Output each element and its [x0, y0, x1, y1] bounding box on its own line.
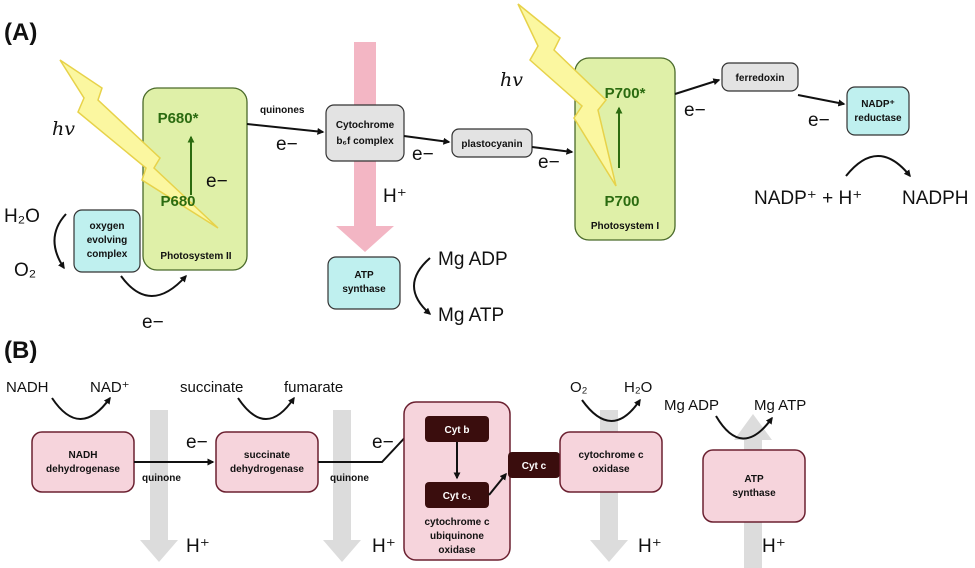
- oxygen-reduction-arrow: [581, 398, 641, 422]
- atp-synthase-label-a-line2: synthase: [342, 284, 386, 295]
- electron-label-b-1: e−: [186, 432, 208, 453]
- p700-star-label: P700*: [605, 85, 646, 102]
- nadh-dehydrogenase-label-line1: NADH: [69, 450, 98, 461]
- panel-b-label: (B): [4, 337, 37, 364]
- cytochrome-label-line2: b₆f complex: [336, 136, 394, 147]
- atp-synthase-box-b: [702, 449, 806, 523]
- mg-atp-label-b: Mg ATP: [754, 397, 806, 414]
- cytochrome-c-oxidase-box: [559, 431, 663, 493]
- oec-label-line3: complex: [87, 249, 128, 260]
- o2-label-a: O₂: [14, 260, 36, 281]
- oec-label-line1: oxygen: [89, 221, 124, 232]
- ferredoxin-box: [721, 62, 799, 92]
- succinate-oxidation-arrow: [237, 396, 295, 420]
- cyt-c1-to-cyt-c-arrow: [488, 472, 507, 496]
- plastocyanin-label: plastocyanin: [461, 139, 522, 150]
- proton-arrow-down-1: [140, 410, 178, 562]
- cytochrome-electron-label: e−: [412, 144, 434, 165]
- oec-to-ps2-arrow: [120, 274, 187, 297]
- proton-label-a: H⁺: [383, 186, 407, 207]
- photosystem-ii-label: Photosystem II: [160, 251, 231, 262]
- cyt-b-label: Cyt b: [445, 425, 470, 436]
- sdh-to-cyt-b-arrow: [318, 428, 413, 463]
- atp-synthase-box-a: [327, 256, 401, 310]
- cyt-c1-box: [425, 482, 489, 508]
- ferredoxin-electron-label: e−: [808, 110, 830, 131]
- atp-synthesis-arrow-a: [413, 257, 432, 315]
- ps1-to-ferredoxin-arrow: [674, 78, 721, 95]
- ps2-to-cytochrome-arrow: [246, 123, 325, 135]
- nadp-reductase-label-line1: NADP⁺: [861, 99, 895, 110]
- oxygen-evolving-complex-box: [73, 209, 141, 273]
- h2o-label-b: H₂O: [624, 379, 652, 396]
- p680-label: P680: [160, 193, 195, 210]
- cytochrome-label-line1: Cytochrome: [336, 120, 395, 131]
- panel-a-label: (A): [4, 19, 37, 46]
- succinate-label: succinate: [180, 379, 243, 396]
- p700-label: P700: [604, 193, 639, 210]
- hv-label-2: hv: [500, 69, 523, 91]
- photosystem-i-label: Photosystem I: [591, 221, 660, 232]
- nadp-reduction-arrow: [845, 155, 911, 178]
- nadh-label: NADH: [6, 379, 49, 396]
- succinate-dehydrogenase-label-line1: succinate: [244, 450, 291, 461]
- quinone-label-2: quinone: [330, 473, 369, 484]
- electron-label-b-2: e−: [372, 432, 394, 453]
- plastocyanin-to-ps1-arrow: [531, 146, 574, 155]
- proton-label-b-3: H⁺: [638, 536, 662, 557]
- plastocyanin-electron-label: e−: [538, 152, 560, 173]
- o2-label-b: O₂: [570, 379, 588, 396]
- cyt-c1-label: Cyt c₁: [443, 491, 472, 502]
- mg-adp-label-a: Mg ADP: [438, 249, 508, 270]
- ps1-electron-label: e−: [684, 100, 706, 121]
- ubi-oxidase-label-line1: cytochrome c: [424, 517, 489, 528]
- cytochrome-c-oxidase-label-line2: oxidase: [592, 464, 630, 475]
- proton-label-b-2: H⁺: [372, 536, 396, 557]
- cytochrome-to-plastocyanin-arrow: [403, 135, 451, 145]
- nad-plus-label: NAD⁺: [90, 379, 130, 396]
- cytochrome-c-oxidase-label-line1: cytochrome c: [578, 450, 643, 461]
- nadp-reductase-box: [846, 86, 910, 136]
- p680-star-label: P680*: [158, 110, 199, 127]
- plastocyanin-box: [451, 128, 533, 158]
- ubi-oxidase-label-line3: oxidase: [438, 545, 476, 556]
- cytochrome-b6f-box: [325, 104, 405, 162]
- oec-electron-label: e−: [142, 312, 164, 333]
- ps2-electron-label: e−: [206, 171, 228, 192]
- atp-synthase-label-a-line1: ATP: [354, 270, 374, 281]
- proton-arrow-down-2: [323, 410, 361, 562]
- mg-atp-label-a: Mg ATP: [438, 305, 504, 326]
- lightning-icon: [59, 59, 219, 229]
- nadh-dehydrogenase-box: [31, 431, 135, 493]
- fumarate-label: fumarate: [284, 379, 343, 396]
- hv-label-1: hv: [52, 118, 75, 140]
- atp-synthase-label-b-line1: ATP: [744, 474, 764, 485]
- water-oxidation-arrow: [53, 213, 67, 270]
- cyt-c-box: [508, 452, 560, 478]
- proton-label-b-4: H⁺: [762, 536, 786, 557]
- succinate-dehydrogenase-box: [215, 431, 319, 493]
- atp-synthase-label-b-line2: synthase: [732, 488, 776, 499]
- ferredoxin-label: ferredoxin: [736, 73, 785, 84]
- quinones-electron-label: e−: [276, 134, 298, 155]
- ubi-oxidase-label-line2: ubiquinone: [430, 531, 484, 542]
- h2o-label-a: H₂O: [4, 206, 40, 227]
- succinate-dehydrogenase-label-line2: dehydrogenase: [230, 464, 304, 475]
- nadp-reductase-label-line2: reductase: [854, 113, 902, 124]
- cyt-b-box: [425, 416, 489, 442]
- nadp-plus-label: NADP⁺ + H⁺: [754, 188, 862, 209]
- cyt-c-label: Cyt c: [522, 461, 547, 472]
- nadph-label: NADPH: [902, 188, 969, 209]
- proton-label-b-1: H⁺: [186, 536, 210, 557]
- ferredoxin-to-reductase-arrow: [797, 94, 846, 107]
- nadh-oxidation-arrow: [51, 396, 111, 420]
- nadh-dehydrogenase-label-line2: dehydrogenase: [46, 464, 120, 475]
- quinones-label: quinones: [260, 105, 305, 116]
- mg-adp-label-b: Mg ADP: [664, 397, 719, 414]
- lightning-icon: [517, 3, 617, 187]
- oec-label-line2: evolving: [87, 235, 128, 246]
- quinone-label-1: quinone: [142, 473, 181, 484]
- atp-synthesis-arrow-b: [715, 415, 773, 440]
